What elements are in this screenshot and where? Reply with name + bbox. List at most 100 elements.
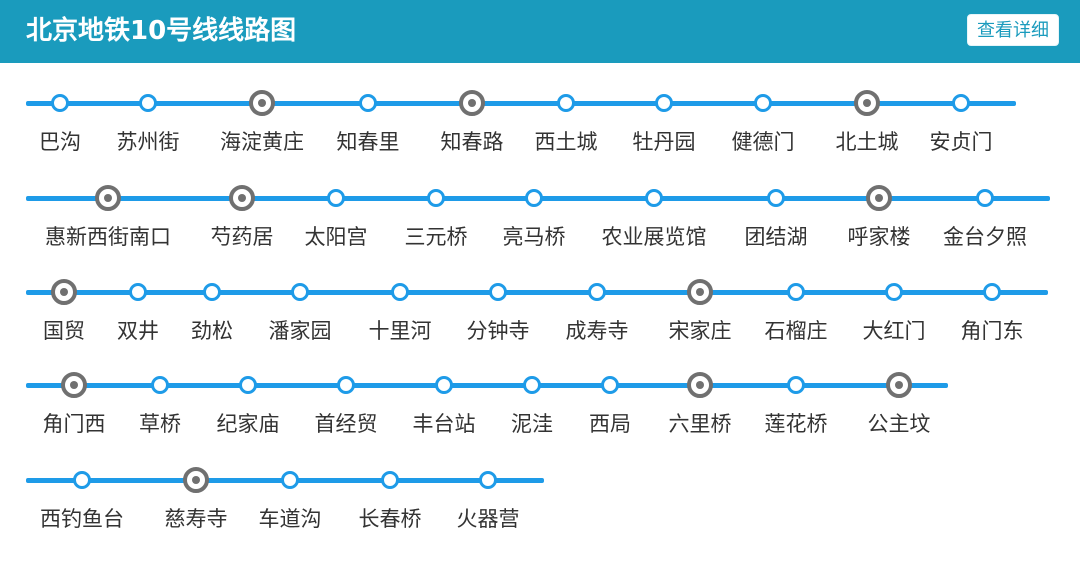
station-circle-icon[interactable] bbox=[588, 283, 606, 301]
station-label[interactable]: 双井 bbox=[117, 319, 159, 343]
station-label[interactable]: 长春桥 bbox=[358, 507, 422, 531]
station[interactable]: 车道沟 bbox=[259, 471, 322, 531]
station-label[interactable]: 安贞门 bbox=[929, 130, 993, 154]
station[interactable]: 草桥 bbox=[139, 376, 181, 436]
station-label[interactable]: 团结湖 bbox=[744, 225, 808, 249]
station-label[interactable]: 国贸 bbox=[43, 319, 85, 343]
station-label[interactable]: 公主坟 bbox=[867, 412, 931, 436]
station-circle-icon[interactable] bbox=[645, 189, 663, 207]
station-circle-icon[interactable] bbox=[885, 283, 903, 301]
station-label[interactable]: 大红门 bbox=[862, 319, 926, 343]
station-circle-icon[interactable] bbox=[337, 376, 355, 394]
station[interactable]: 莲花桥 bbox=[765, 376, 828, 436]
station-circle-icon[interactable] bbox=[952, 94, 970, 112]
station[interactable]: 西局 bbox=[589, 376, 631, 436]
station-circle-icon[interactable] bbox=[239, 376, 257, 394]
station[interactable]: 公主坟 bbox=[868, 372, 931, 436]
station-label[interactable]: 西局 bbox=[589, 412, 631, 436]
station[interactable]: 角门东 bbox=[961, 283, 1024, 343]
view-details-button[interactable]: 查看详细 bbox=[967, 14, 1059, 46]
station[interactable]: 慈寿寺 bbox=[165, 467, 228, 531]
station-label[interactable]: 六里桥 bbox=[668, 412, 732, 436]
station[interactable]: 泥洼 bbox=[511, 376, 553, 436]
station[interactable]: 农业展览馆 bbox=[602, 189, 707, 249]
station[interactable]: 团结湖 bbox=[745, 189, 808, 249]
station-circle-icon[interactable] bbox=[281, 471, 299, 489]
station[interactable]: 长春桥 bbox=[359, 471, 422, 531]
station-circle-icon[interactable] bbox=[139, 94, 157, 112]
station-circle-icon[interactable] bbox=[51, 94, 69, 112]
station[interactable]: 安贞门 bbox=[930, 94, 993, 154]
station[interactable]: 呼家楼 bbox=[848, 185, 911, 249]
station-label[interactable]: 健德门 bbox=[731, 130, 795, 154]
station-circle-icon[interactable] bbox=[129, 283, 147, 301]
station-label[interactable]: 亮马桥 bbox=[502, 225, 566, 249]
station-label[interactable]: 金台夕照 bbox=[943, 225, 1027, 249]
station[interactable]: 成寿寺 bbox=[566, 283, 629, 343]
station-label[interactable]: 呼家楼 bbox=[847, 225, 911, 249]
transfer-station-icon[interactable] bbox=[51, 279, 77, 305]
station[interactable]: 苏州街 bbox=[117, 94, 180, 154]
station-label[interactable]: 纪家庙 bbox=[216, 412, 280, 436]
station[interactable]: 健德门 bbox=[732, 94, 795, 154]
station-label[interactable]: 惠新西街南口 bbox=[45, 225, 171, 249]
station-circle-icon[interactable] bbox=[435, 376, 453, 394]
station-circle-icon[interactable] bbox=[151, 376, 169, 394]
station-circle-icon[interactable] bbox=[557, 94, 575, 112]
station-circle-icon[interactable] bbox=[787, 283, 805, 301]
station-circle-icon[interactable] bbox=[381, 471, 399, 489]
transfer-station-icon[interactable] bbox=[183, 467, 209, 493]
station-label[interactable]: 慈寿寺 bbox=[164, 507, 228, 531]
station[interactable]: 巴沟 bbox=[39, 94, 81, 154]
station[interactable]: 海淀黄庄 bbox=[220, 90, 304, 154]
station-label[interactable]: 劲松 bbox=[191, 319, 233, 343]
station[interactable]: 火器营 bbox=[457, 471, 520, 531]
station-circle-icon[interactable] bbox=[523, 376, 541, 394]
station[interactable]: 惠新西街南口 bbox=[45, 185, 171, 249]
station-label[interactable]: 西钓鱼台 bbox=[40, 507, 124, 531]
station[interactable]: 三元桥 bbox=[405, 189, 468, 249]
station[interactable]: 首经贸 bbox=[315, 376, 378, 436]
station[interactable]: 亮马桥 bbox=[503, 189, 566, 249]
station-circle-icon[interactable] bbox=[391, 283, 409, 301]
station-circle-icon[interactable] bbox=[976, 189, 994, 207]
transfer-station-icon[interactable] bbox=[886, 372, 912, 398]
station-label[interactable]: 分钟寺 bbox=[466, 319, 530, 343]
station[interactable]: 宋家庄 bbox=[669, 279, 732, 343]
station-label[interactable]: 角门西 bbox=[42, 412, 106, 436]
station-circle-icon[interactable] bbox=[601, 376, 619, 394]
station-label[interactable]: 牡丹园 bbox=[632, 130, 696, 154]
station[interactable]: 石榴庄 bbox=[765, 283, 828, 343]
station-circle-icon[interactable] bbox=[359, 94, 377, 112]
station-label[interactable]: 莲花桥 bbox=[764, 412, 828, 436]
station[interactable]: 知春里 bbox=[337, 94, 400, 154]
station[interactable]: 知春路 bbox=[441, 90, 504, 154]
transfer-station-icon[interactable] bbox=[95, 185, 121, 211]
station-circle-icon[interactable] bbox=[73, 471, 91, 489]
station-circle-icon[interactable] bbox=[327, 189, 345, 207]
station[interactable]: 纪家庙 bbox=[217, 376, 280, 436]
station-label[interactable]: 苏州街 bbox=[116, 130, 180, 154]
station-label[interactable]: 西土城 bbox=[534, 130, 598, 154]
transfer-station-icon[interactable] bbox=[687, 372, 713, 398]
station[interactable]: 劲松 bbox=[191, 283, 233, 343]
station-circle-icon[interactable] bbox=[479, 471, 497, 489]
station-circle-icon[interactable] bbox=[787, 376, 805, 394]
transfer-station-icon[interactable] bbox=[866, 185, 892, 211]
station[interactable]: 分钟寺 bbox=[467, 283, 530, 343]
station[interactable]: 大红门 bbox=[863, 283, 926, 343]
station[interactable]: 北土城 bbox=[836, 90, 899, 154]
station-circle-icon[interactable] bbox=[489, 283, 507, 301]
station-label[interactable]: 石榴庄 bbox=[764, 319, 828, 343]
station-circle-icon[interactable] bbox=[767, 189, 785, 207]
station-label[interactable]: 草桥 bbox=[139, 412, 181, 436]
station[interactable]: 芍药居 bbox=[211, 185, 274, 249]
transfer-station-icon[interactable] bbox=[687, 279, 713, 305]
station[interactable]: 十里河 bbox=[369, 283, 432, 343]
station[interactable]: 双井 bbox=[117, 283, 159, 343]
station[interactable]: 牡丹园 bbox=[633, 94, 696, 154]
station[interactable]: 金台夕照 bbox=[943, 189, 1027, 249]
station-circle-icon[interactable] bbox=[291, 283, 309, 301]
station[interactable]: 潘家园 bbox=[269, 283, 332, 343]
station-label[interactable]: 潘家园 bbox=[268, 319, 332, 343]
